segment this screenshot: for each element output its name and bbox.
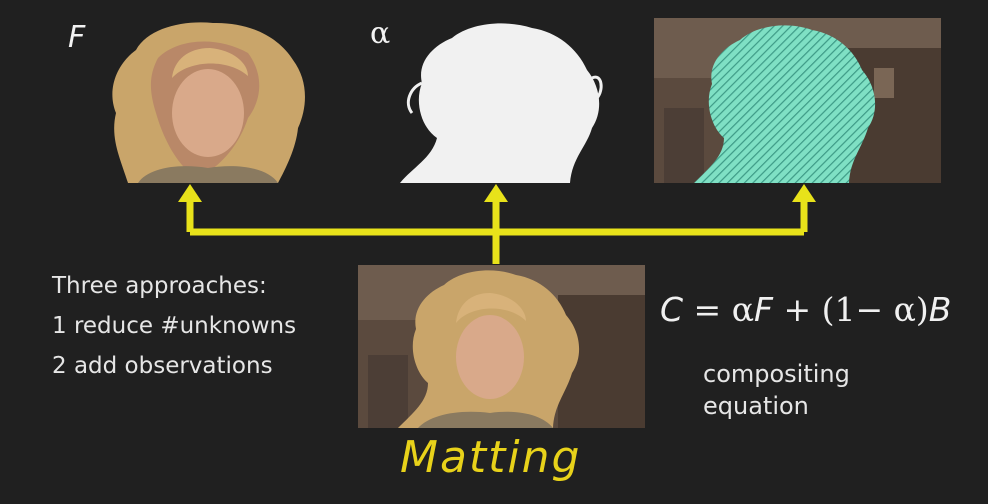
approaches-list: Three approaches: 1 reduce #unknowns 2 a… [52,266,296,386]
eq-equals: = [683,290,732,329]
approach-item-2: 2 add observations [52,353,273,379]
eq-c: C [660,290,684,329]
compositing-equation: C = αF + (1− α)B [660,290,951,329]
arrow-head-b [792,184,816,202]
slide-title: Matting [400,432,582,483]
alpha-image [392,18,607,183]
foreground-image [98,18,318,183]
alpha-label: α [370,16,391,51]
eq-alpha: α [731,290,754,329]
eq-rest: + (1− α) [772,290,929,329]
arrow-head-alpha [484,184,508,202]
caption-line-2: equation [703,392,809,420]
composite-image [358,265,645,428]
background-image [654,18,941,183]
foreground-label: F [68,20,86,55]
eq-f: F [753,290,773,329]
caption-line-1: compositing [703,360,850,388]
approach-item-1: 1 reduce #unknowns [52,313,297,339]
eq-b: B [928,290,952,329]
equation-caption: compositing equation [703,358,850,422]
approaches-heading: Three approaches: [52,273,267,299]
arrow-head-f [178,184,202,202]
